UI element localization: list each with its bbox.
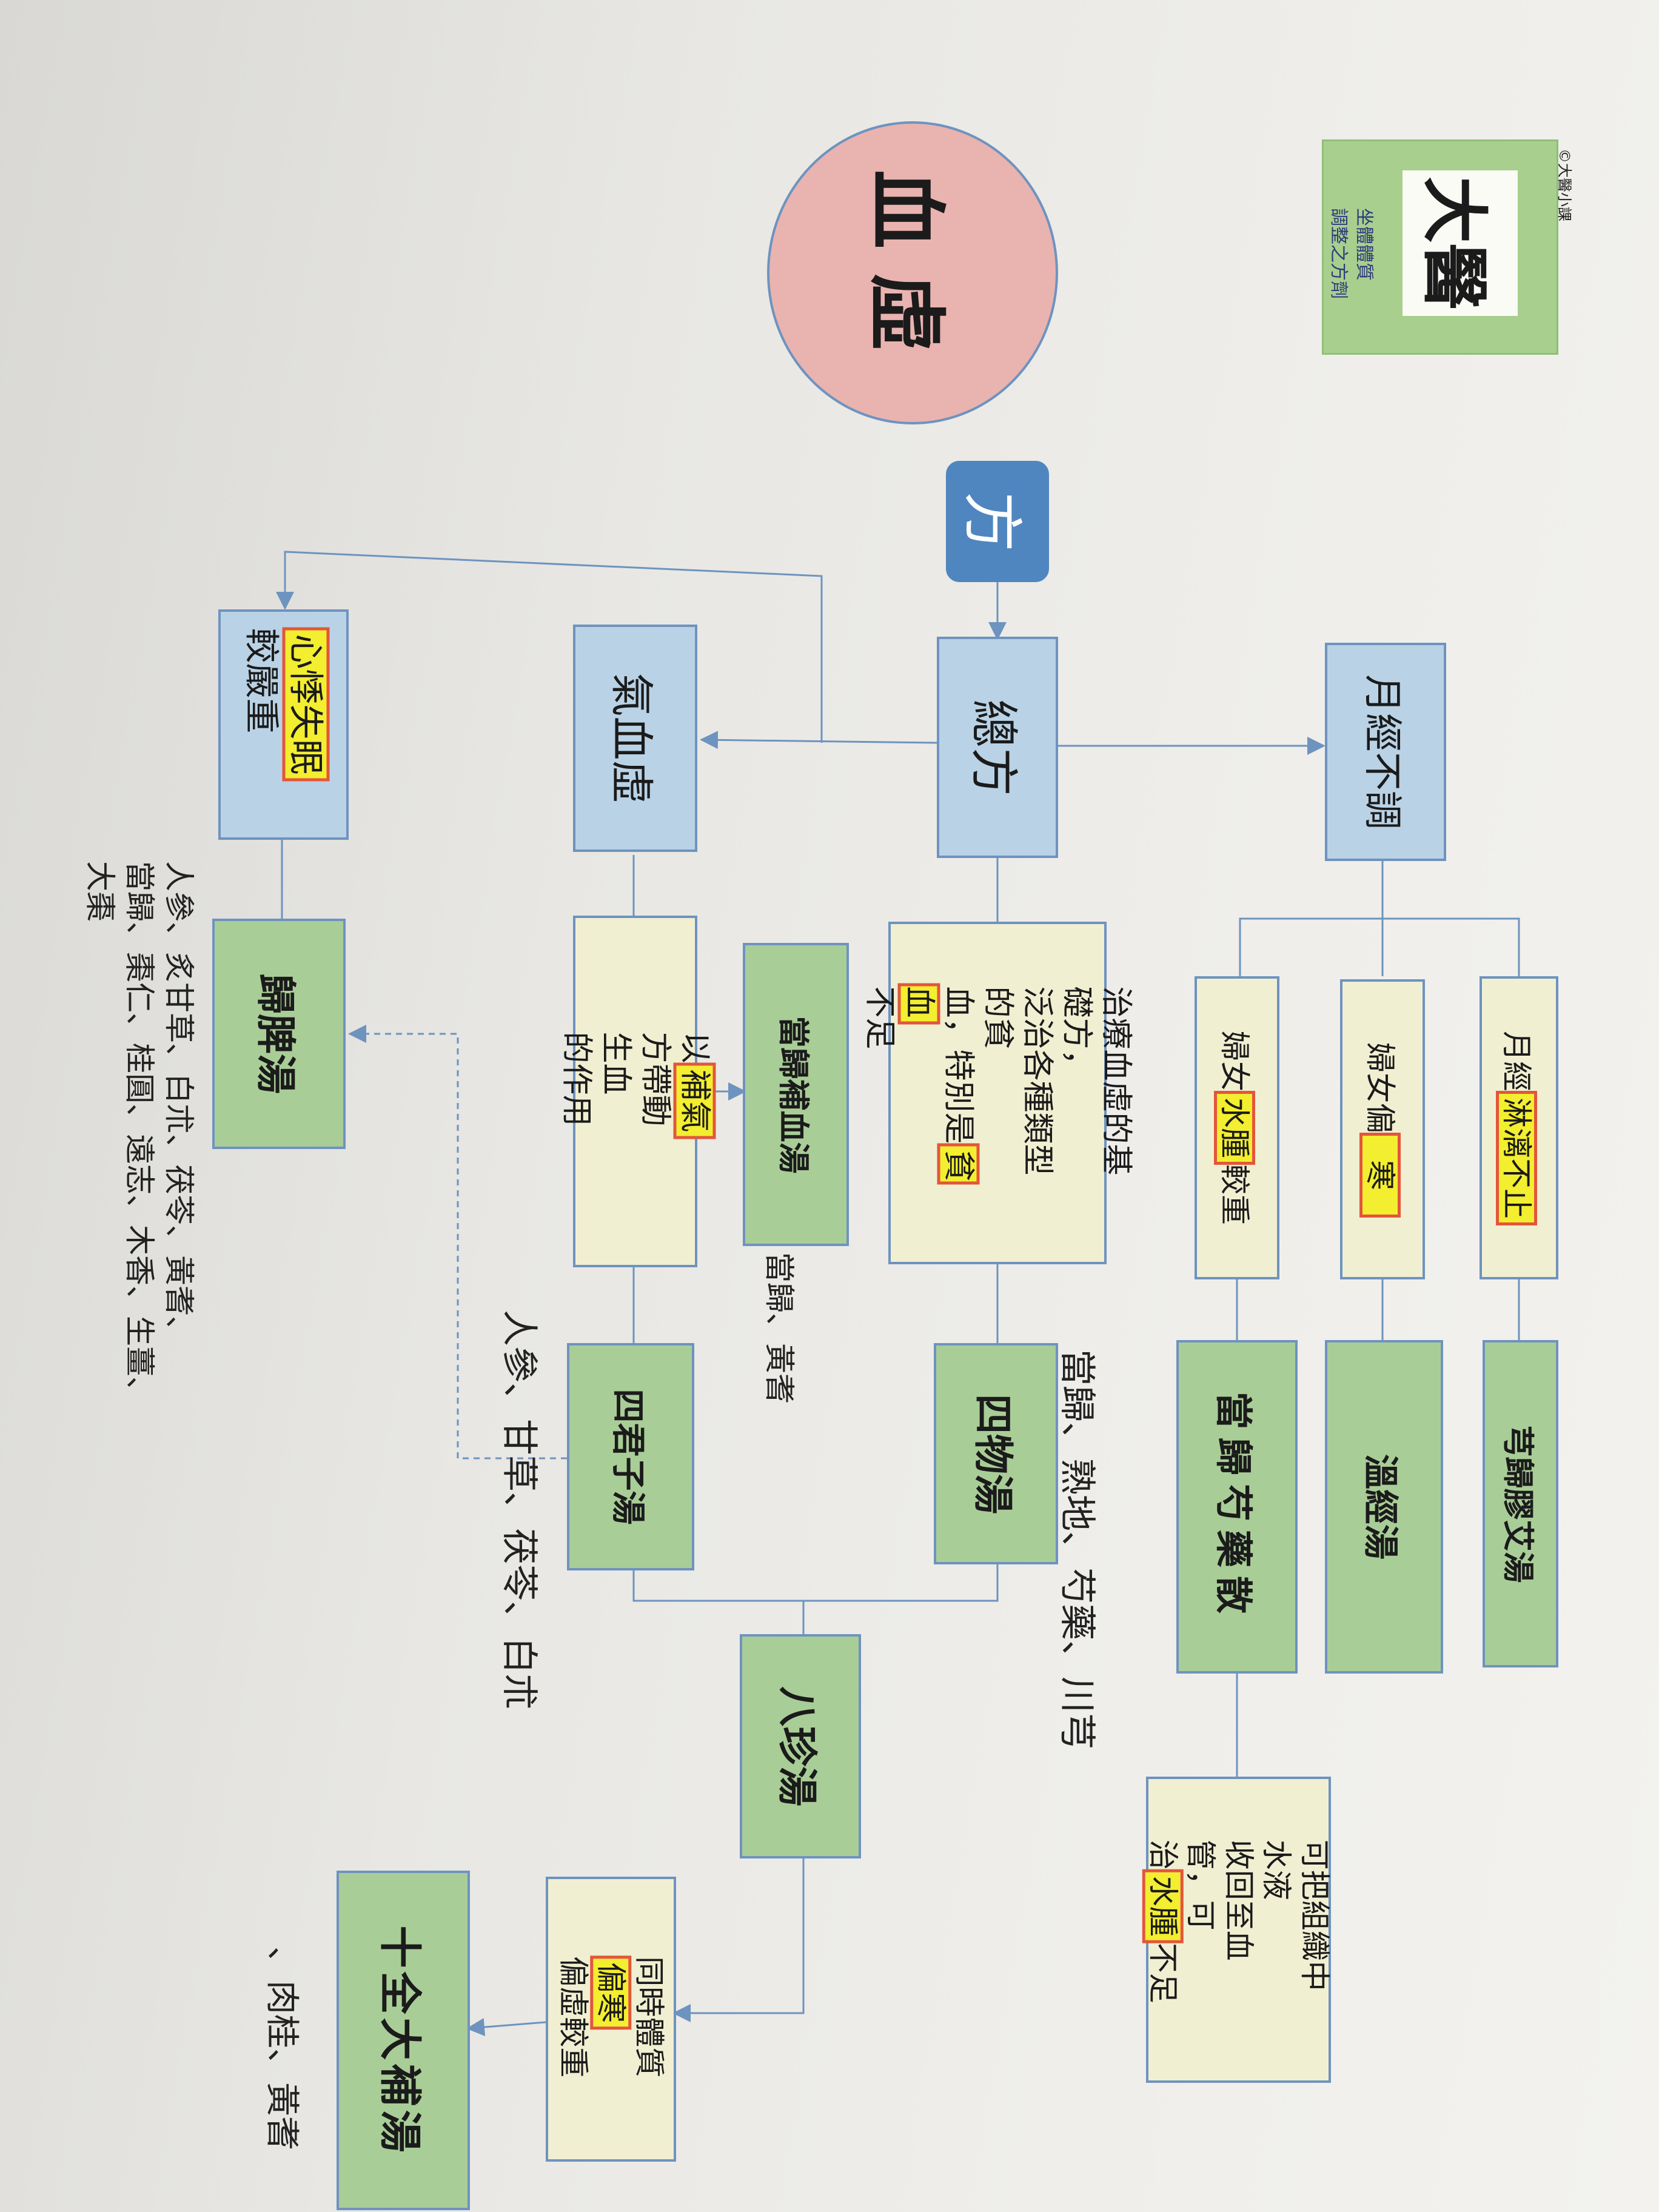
line-tongshi-shiquan: [466, 2018, 546, 2037]
logo: 大醫 坐體體質 調整之方劑: [1322, 139, 1558, 355]
logo-sub1: 坐體體質: [1353, 208, 1375, 281]
title: 血虛: [859, 169, 952, 377]
fang-label: 方: [956, 491, 1028, 552]
funu-shi-hl: 水腫: [1215, 1088, 1254, 1168]
bazhen-label: 八珍湯: [774, 1686, 820, 1806]
jiaoyan-label: 較嚴重: [241, 628, 283, 734]
yuejing-a-box: 月經淋漓不止: [1480, 976, 1558, 1279]
line-yuejing-branches: [1239, 861, 1384, 976]
tongshi-b: 偏虛較重: [555, 1956, 591, 2078]
siwu-box: 四物湯: [934, 1343, 1058, 1564]
jiaoyan-box: 心悸失眠 較嚴重: [218, 609, 349, 840]
danggui-buxue-box: 當歸補血湯: [743, 943, 849, 1246]
desc-buqi-hl: 補氣: [674, 1059, 715, 1142]
guipi-ingredients-3: 大棗: [82, 861, 118, 922]
line-bazhen-tongshi: [672, 1858, 805, 2022]
xiongui-box: 芎歸膠艾湯: [1483, 1340, 1558, 1667]
yuejing-label: 月經不調: [1359, 674, 1404, 830]
line-merge-bazhen: [632, 1564, 999, 1602]
yuejing-box: 月經不調: [1325, 643, 1446, 861]
jiaoyan-highlight: 心悸失眠: [284, 619, 327, 789]
fang-box: 方: [946, 461, 1049, 582]
desc-zong-c: 血，特別是: [940, 986, 977, 1144]
shiquan-box: 十全大補湯: [337, 1871, 470, 2210]
danggui-shaoyao-label: 當歸芍藥散: [1212, 1391, 1256, 1623]
shuiye-content: 可把組織中水液 收回至血管，可 治水腫不足: [1144, 1840, 1333, 2020]
funu-shi-content: 婦女水腫較重: [1215, 1031, 1259, 1225]
zongfang-box: 總方: [937, 637, 1058, 858]
funu-shi-text: 婦女: [1217, 1031, 1252, 1091]
guipi-box: 歸脾湯: [212, 919, 346, 1149]
danggui-shaoyao-box: 當歸芍藥散: [1176, 1340, 1298, 1674]
logo-text: 大醫: [1415, 176, 1493, 310]
shuiye-box: 可把組織中水液 收回至血管，可 治水腫不足: [1144, 1777, 1333, 2083]
logo-brand: ©大醫小課: [1556, 149, 1573, 221]
shuiye-b: 收回至血管，可: [1183, 1840, 1256, 1961]
desc-zong-content: 治療血虛的基礎方， 泛治各種類型的貧 血，特別是貧血 不足: [860, 978, 1136, 1200]
shuiye-c: 治: [1145, 1840, 1181, 1870]
qixue-box: 氣血虛: [573, 625, 697, 852]
logo-sub2: 調整之方劑: [1328, 208, 1349, 299]
desc-zong-d: 不足: [861, 986, 898, 1050]
qixue-label: 氣血虛: [606, 672, 657, 804]
danggui-buxue-ingredients: 當歸、黃耆: [762, 1252, 797, 1404]
tongshi-hl: 偏寒: [592, 1952, 631, 2033]
xiongui-label: 芎歸膠艾湯: [1499, 1424, 1536, 1583]
desc-buqi-a: 以: [676, 1031, 713, 1064]
desc-buqi-content: 以補氣方帶動生血 的作用: [557, 1031, 715, 1151]
funu-shi-box: 婦女水腫較重: [1195, 976, 1279, 1279]
sijunzi-ingredients: 人參、甘草、茯苓、白朮: [498, 1310, 540, 1710]
zongfang-label: 總方: [965, 699, 1022, 796]
desc-buqi-box: 以補氣方帶動生血 的作用: [558, 916, 715, 1267]
guipi-ingredients-1: 人參、炙甘草、白朮、茯苓、黃耆、: [161, 861, 196, 1346]
yuejing-a-hl: 淋漓不止: [1498, 1082, 1535, 1234]
shuiye-hl: 水腫: [1144, 1866, 1182, 1946]
line-yuejing-a: [1382, 917, 1520, 976]
funu-han-hl: 寒: [1361, 1128, 1399, 1221]
shiquan-ingredients: 、肉桂、黃耆: [262, 1946, 301, 2150]
sijunzi-box: 四君子湯: [567, 1343, 694, 1570]
wenjing-box: 溫經湯: [1325, 1340, 1443, 1674]
guipi-ingredients-2: 當歸、棗仁、桂圓、遠志、木香、生薑、: [122, 861, 157, 1407]
guipi-label: 歸脾湯: [252, 974, 299, 1094]
desc-zong-b: 泛治各種類型的貧: [979, 986, 1056, 1176]
funu-han-box: 婦女偏寒: [1340, 979, 1425, 1279]
siwu-ingredients: 當歸、熟地、芍藥、川芎: [1056, 1349, 1098, 1749]
yuejing-a-text: 月經: [1499, 1031, 1534, 1091]
funu-shi-b: 較重: [1217, 1164, 1252, 1225]
siwu-label: 四物湯: [969, 1393, 1016, 1514]
desc-buqi-b: 方帶動生血: [597, 1031, 674, 1127]
tongshi-a: 同時體質: [631, 1956, 667, 2078]
shiquan-label: 十全大補湯: [375, 1925, 425, 2156]
wenjing-label: 溫經湯: [1360, 1453, 1402, 1560]
bazhen-box: 八珍湯: [740, 1634, 861, 1858]
line-zong-qixue: [700, 731, 937, 749]
sijunzi-label: 四君子湯: [608, 1389, 648, 1525]
shuiye-a: 可把組織中水液: [1259, 1840, 1332, 1991]
line-sijunzi-guipi-dashed: [348, 1025, 567, 1460]
yuejing-a-content: 月經淋漓不止: [1497, 1031, 1541, 1234]
desc-zong-box: 治療血虛的基礎方， 泛治各種類型的貧 血，特別是貧血 不足: [862, 922, 1134, 1264]
funu-han-content: 婦女偏寒: [1361, 1042, 1404, 1221]
tongshi-content: 同時體質偏寒 偏虛較重: [554, 1952, 668, 2082]
tongshi-box: 同時體質偏寒 偏虛較重: [546, 1877, 676, 2162]
jiaoyan-content: 心悸失眠 較嚴重: [240, 619, 327, 822]
line-zong-jiaoyan: [276, 551, 823, 743]
funu-han-text: 婦女偏: [1362, 1042, 1398, 1133]
desc-zong-a: 治療血虛的基礎方，: [1058, 986, 1134, 1176]
shuiye-d: 不足: [1145, 1943, 1181, 2003]
title-circle: 血虛: [767, 121, 1058, 424]
desc-buqi-c: 的作用: [558, 1031, 595, 1127]
danggui-buxue-label: 當歸補血湯: [774, 1015, 811, 1174]
